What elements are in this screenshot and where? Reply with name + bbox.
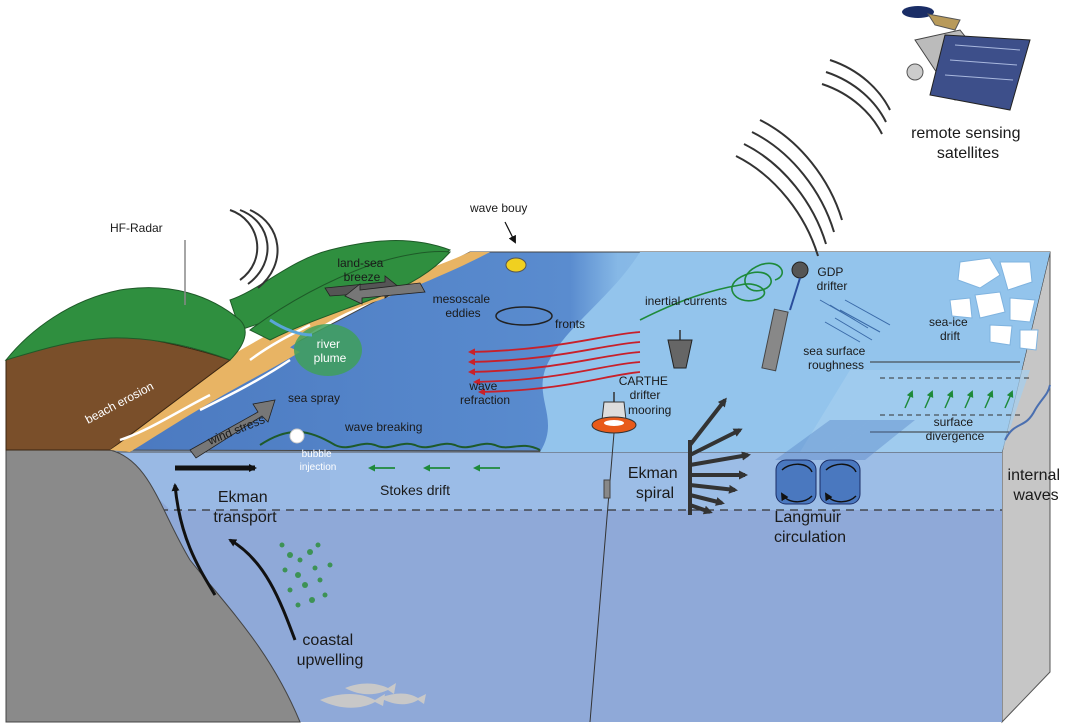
mesoscale-eddies-label: mesoscale eddies xyxy=(433,292,494,320)
sea-ice-drift-label: sea-ice drift xyxy=(929,315,971,343)
sea-spray-label: sea spray xyxy=(288,391,340,405)
wave-breaking-surface xyxy=(259,430,541,451)
continental-shelf xyxy=(5,449,301,723)
stokes-drift-label: Stokes drift xyxy=(380,482,450,498)
land-sea-breeze-label: land-sea breeze xyxy=(337,256,386,284)
satellite-waves xyxy=(821,59,891,135)
carthe-drifter-icon xyxy=(667,330,693,369)
bubble-injection-label: bubble injection xyxy=(300,449,337,473)
upwelling-arrow-1 xyxy=(171,483,217,596)
gdp-drifter-icon xyxy=(761,261,809,372)
hf-radar-label: HF-Radar xyxy=(110,221,163,235)
mixed-layer-coastal xyxy=(110,450,540,510)
satellite-icon xyxy=(902,6,1031,111)
wave-breaking-label: wave breaking xyxy=(344,420,422,434)
gdp-drifter-label: GDP drifter xyxy=(817,265,848,293)
inertial-currents-loops xyxy=(639,262,783,321)
breeze-arrow-right xyxy=(344,282,426,305)
bubble-injection-dot xyxy=(289,428,305,444)
internal-waves-label: internal waves xyxy=(1008,467,1065,504)
mooring-icon xyxy=(589,392,637,723)
phytoplankton-cluster xyxy=(279,542,333,608)
surface-divergence-label: surface divergence xyxy=(926,415,985,443)
wave-bouy-pointer xyxy=(504,221,516,244)
langmuir-cells xyxy=(775,420,915,505)
satellite-beam-arcs xyxy=(735,119,843,257)
fish-school xyxy=(320,683,426,708)
river-plume-shape xyxy=(294,324,362,376)
sea-ice-floes xyxy=(949,257,1039,351)
wave-bouy-label: wave bouy xyxy=(469,201,527,215)
mesoscale-eddy-shape xyxy=(495,306,553,326)
internal-waves-line xyxy=(1004,384,1051,441)
inertial-currents-label: inertial currents xyxy=(645,294,727,308)
ekman-spiral-arrows xyxy=(688,397,751,515)
divergence-arrows xyxy=(904,390,1014,409)
surf-line xyxy=(119,323,311,442)
ekman-transport-label: Ekman transport xyxy=(213,489,277,526)
remote-sensing-label: remote sensing satellites xyxy=(911,125,1025,162)
coastal-upwelling-label: coastal upwelling xyxy=(297,632,364,669)
carthe-drifter-label: CARTHE drifter xyxy=(619,374,671,402)
green-hill xyxy=(4,287,246,361)
wind-stress-arrow xyxy=(189,399,276,459)
ekman-spiral-label: Ekman spiral xyxy=(628,465,682,502)
fronts-label: fronts xyxy=(555,317,585,331)
sea-surface-roughness-hatch xyxy=(819,299,891,343)
mooring-label: mooring xyxy=(628,403,671,417)
wave-refraction-lines xyxy=(468,331,641,396)
langmuir-circulation-label: Langmuir circulation xyxy=(774,509,846,546)
river-plume-label: river plume xyxy=(314,337,347,365)
hf-radar-waves xyxy=(229,209,279,289)
wave-refraction-label: wave refraction xyxy=(460,379,510,407)
upwelling-arrow-2 xyxy=(228,538,297,641)
wave-bouy-icon xyxy=(505,257,527,273)
river-arrow xyxy=(269,318,313,337)
sea-surface-roughness-label: sea surface roughness xyxy=(803,344,868,372)
